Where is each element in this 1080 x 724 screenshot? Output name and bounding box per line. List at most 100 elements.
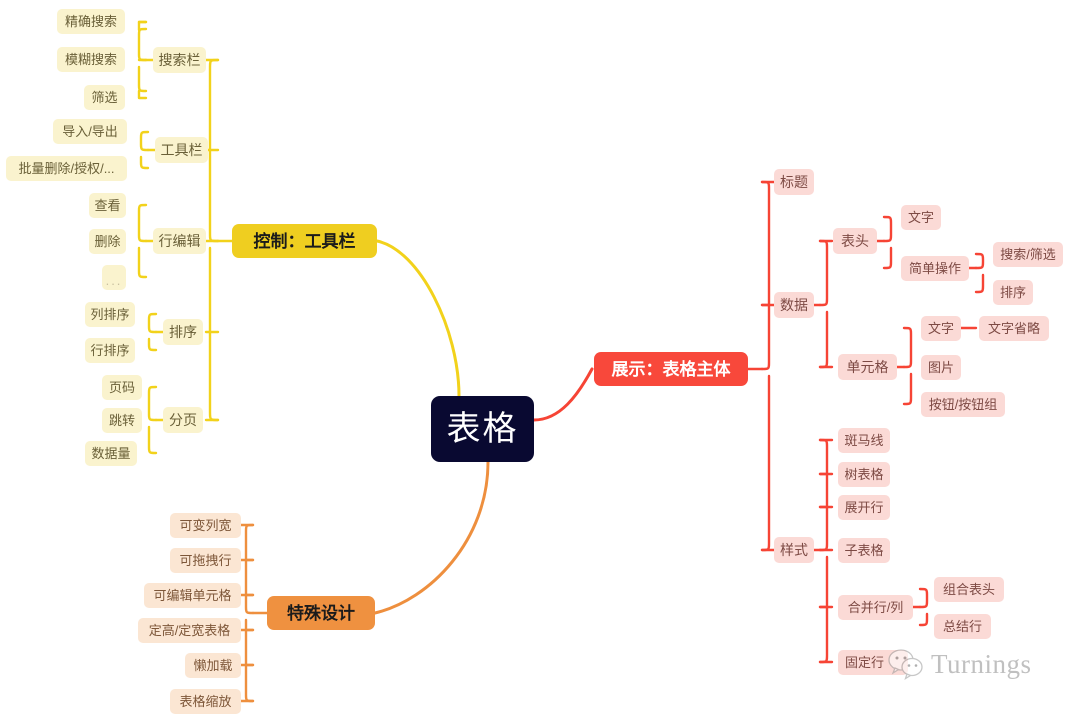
- node-sort-label: 排序: [169, 324, 197, 340]
- node-image[interactable]: 图片: [921, 355, 961, 380]
- node-head-sort-label: 排序: [999, 285, 1026, 300]
- node-search-bar[interactable]: 搜索栏: [153, 47, 206, 73]
- node-paging[interactable]: 分页: [163, 407, 203, 433]
- node-text-ellipsis[interactable]: 文字省略: [979, 316, 1049, 341]
- node-head-sort[interactable]: 排序: [993, 280, 1033, 305]
- node-data-label: 数据: [780, 297, 808, 313]
- node-filter[interactable]: 筛选: [84, 85, 125, 110]
- node-zebra[interactable]: 斑马线: [838, 428, 890, 453]
- node-editable-cell[interactable]: 可编辑单元格: [144, 583, 241, 608]
- node-style[interactable]: 样式: [774, 537, 814, 563]
- node-delete-label: 删除: [94, 234, 121, 249]
- node-cell-text-label: 文字: [927, 321, 954, 336]
- node-search-bar-label: 搜索栏: [158, 52, 201, 68]
- node-view[interactable]: 查看: [89, 193, 126, 218]
- node-var-col-width[interactable]: 可变列宽: [170, 513, 241, 538]
- node-tree-table-label: 树表格: [844, 467, 884, 482]
- node-delete[interactable]: 删除: [89, 229, 126, 254]
- node-batch-ops[interactable]: 批量删除/授权/...: [6, 156, 127, 181]
- branch-node-control[interactable]: 控制：工具栏: [232, 224, 377, 258]
- node-search-filter-label: 搜索/筛选: [1000, 247, 1056, 262]
- node-search-filter[interactable]: 搜索/筛选: [993, 242, 1063, 267]
- node-drag-row-label: 可拖拽行: [179, 553, 232, 568]
- node-table-head-label: 表头: [841, 233, 869, 249]
- node-fixed-size-table-label: 定高/定宽表格: [148, 623, 231, 638]
- node-page-number[interactable]: 页码: [102, 375, 142, 400]
- node-fixed-row-label: 固定行: [845, 655, 885, 670]
- node-exact-search[interactable]: 精确搜索: [57, 9, 125, 34]
- node-col-sort[interactable]: 列排序: [85, 302, 135, 327]
- node-more[interactable]: ...: [102, 265, 126, 290]
- node-import-export[interactable]: 导入/导出: [53, 119, 127, 144]
- watermark: Turnings: [888, 648, 1032, 680]
- node-cell-label: 单元格: [846, 359, 889, 375]
- branch-node-special[interactable]: 特殊设计: [267, 596, 375, 630]
- node-var-col-width-label: 可变列宽: [179, 518, 232, 533]
- node-jump-label: 跳转: [108, 413, 135, 428]
- node-lazy-load-label: 懒加载: [193, 658, 233, 673]
- node-text-ellipsis-label: 文字省略: [987, 321, 1040, 336]
- node-fixed-row[interactable]: 固定行: [838, 650, 908, 675]
- node-expand-row-label: 展开行: [844, 500, 884, 515]
- branch-node-special-label: 特殊设计: [287, 603, 355, 623]
- branch-node-control-label: 控制：工具栏: [253, 231, 356, 251]
- node-cell-text[interactable]: 文字: [921, 316, 961, 341]
- node-zebra-label: 斑马线: [844, 433, 884, 448]
- node-summary-row-label: 总结行: [942, 619, 982, 634]
- node-data-count[interactable]: 数据量: [85, 441, 137, 466]
- node-cell[interactable]: 单元格: [838, 354, 897, 380]
- node-expand-row[interactable]: 展开行: [838, 495, 890, 520]
- node-sub-table[interactable]: 子表格: [838, 538, 890, 563]
- node-combined-head[interactable]: 组合表头: [934, 577, 1004, 602]
- node-title[interactable]: 标题: [774, 169, 814, 195]
- node-combined-head-label: 组合表头: [942, 582, 995, 597]
- node-simple-ops-label: 简单操作: [908, 261, 961, 276]
- node-fixed-size-table[interactable]: 定高/定宽表格: [138, 618, 241, 643]
- node-drag-row[interactable]: 可拖拽行: [170, 548, 241, 573]
- node-summary-row[interactable]: 总结行: [934, 614, 991, 639]
- node-head-text[interactable]: 文字: [901, 205, 941, 230]
- node-fuzzy-search-label: 模糊搜索: [64, 52, 117, 67]
- node-filter-label: 筛选: [91, 90, 118, 105]
- node-title-label: 标题: [780, 174, 808, 190]
- node-image-label: 图片: [927, 360, 954, 375]
- node-exact-search-label: 精确搜索: [64, 14, 117, 29]
- root-node-table[interactable]: 表格: [431, 396, 534, 462]
- node-simple-ops[interactable]: 简单操作: [901, 256, 969, 281]
- node-col-sort-label: 列排序: [90, 307, 130, 322]
- root-node-label: 表格: [446, 410, 519, 448]
- node-row-sort-label: 行排序: [90, 343, 130, 358]
- node-batch-ops-label: 批量删除/授权/...: [18, 161, 115, 176]
- node-row-edit-label: 行编辑: [158, 233, 201, 249]
- node-toolbar[interactable]: 工具栏: [155, 137, 208, 163]
- node-table-zoom[interactable]: 表格缩放: [170, 689, 241, 714]
- node-head-text-label: 文字: [907, 210, 934, 225]
- node-merge-row-col[interactable]: 合并行/列: [838, 595, 913, 620]
- node-style-label: 样式: [780, 542, 808, 558]
- node-button-group[interactable]: 按钮/按钮组: [921, 392, 1005, 417]
- node-import-export-label: 导入/导出: [62, 124, 118, 139]
- node-table-head[interactable]: 表头: [833, 228, 877, 254]
- node-toolbar-label: 工具栏: [160, 142, 203, 158]
- branch-node-display[interactable]: 展示：表格主体: [594, 352, 748, 386]
- node-row-sort[interactable]: 行排序: [85, 338, 135, 363]
- node-lazy-load[interactable]: 懒加载: [185, 653, 241, 678]
- node-merge-row-col-label: 合并行/列: [847, 600, 904, 615]
- node-data-count-label: 数据量: [91, 446, 131, 461]
- node-data[interactable]: 数据: [774, 292, 814, 318]
- node-view-label: 查看: [94, 198, 121, 213]
- node-button-group-label: 按钮/按钮组: [928, 397, 998, 412]
- node-sort[interactable]: 排序: [163, 319, 203, 345]
- node-fuzzy-search[interactable]: 模糊搜索: [57, 47, 125, 72]
- node-jump[interactable]: 跳转: [102, 408, 142, 433]
- node-table-zoom-label: 表格缩放: [179, 694, 232, 709]
- watermark-text: Turnings: [931, 648, 1032, 679]
- node-tree-table[interactable]: 树表格: [838, 462, 890, 487]
- node-row-edit[interactable]: 行编辑: [153, 228, 206, 254]
- node-editable-cell-label: 可编辑单元格: [153, 588, 232, 603]
- node-page-number-label: 页码: [108, 380, 135, 395]
- node-paging-label: 分页: [169, 412, 197, 428]
- node-sub-table-label: 子表格: [844, 543, 884, 558]
